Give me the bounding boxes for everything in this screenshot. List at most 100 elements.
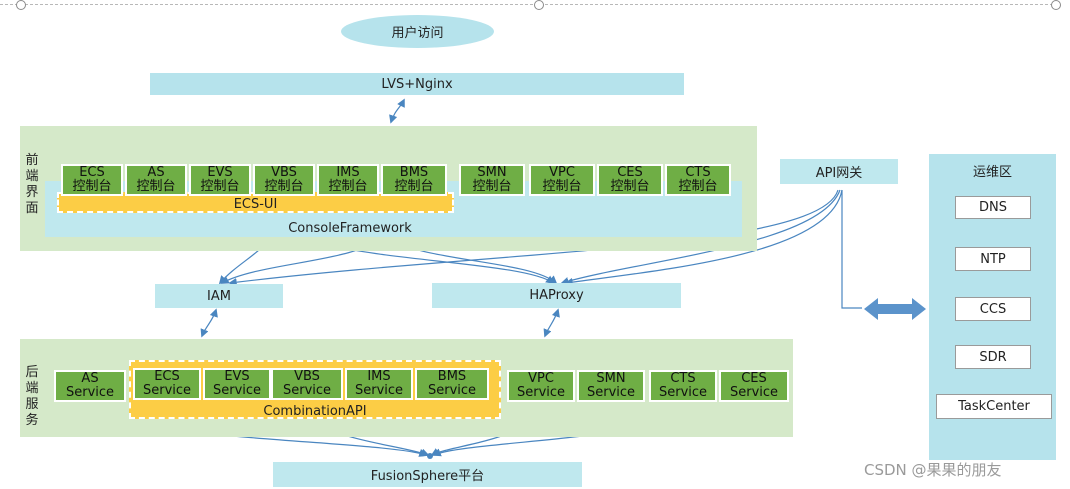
haproxy-label: HAProxy (529, 288, 584, 303)
ops-ntp-box: NTP (955, 247, 1031, 271)
cts-service-box: CTS Service (649, 370, 717, 402)
backend-side-char: 后 (25, 365, 39, 380)
ops-ccs-box: CCS (955, 297, 1031, 321)
resize-handle-right[interactable] (1051, 0, 1061, 10)
ops-item-label: NTP (980, 251, 1006, 267)
frontend-side-label: 前 端 界 面 (24, 153, 40, 217)
ecs-service-box: ECS Service (133, 368, 201, 400)
user-access-node: 用户访问 (341, 15, 494, 48)
console-suffix: 控制台 (328, 179, 368, 194)
canvas-top-border (0, 4, 1058, 5)
console-name: CTS (685, 165, 711, 180)
fusionsphere-box: FusionSphere平台 (273, 462, 582, 487)
ops-item-label: TaskCenter (958, 399, 1030, 414)
ops-double-arrow (864, 298, 926, 320)
resize-handle-left[interactable] (16, 0, 26, 10)
frontend-side-char: 界 (25, 185, 39, 200)
ims-service-box: IMS Service (345, 368, 413, 400)
service-suffix: Service (729, 385, 779, 400)
bms-service-box: BMS Service (415, 368, 489, 400)
api-gateway-to-haproxy-connector-2 (564, 189, 843, 287)
vbs-service-box: VBS Service (271, 368, 343, 400)
ops-dns-box: DNS (955, 196, 1031, 219)
service-suffix: Service (212, 383, 262, 398)
console-suffix: 控制台 (472, 179, 512, 194)
service-name: AS (81, 371, 99, 386)
service-name: SMN (596, 371, 626, 386)
evs-service-box: EVS Service (203, 368, 271, 400)
ops-taskcenter-box: TaskCenter (936, 394, 1052, 419)
smn-service-box: SMN Service (577, 370, 645, 402)
console-suffix: 控制台 (72, 179, 112, 194)
service-suffix: Service (586, 385, 636, 400)
ops-item-label: CCS (979, 301, 1007, 317)
console-suffix: 控制台 (200, 179, 240, 194)
frontend-side-char: 前 (25, 153, 39, 168)
ecs-ui-label-wrap: ECS-UI (57, 196, 454, 213)
ops-zone-title-wrap: 运维区 (929, 160, 1056, 180)
service-name: BMS (437, 369, 467, 384)
ecs-console-box: ECS 控制台 (61, 164, 123, 196)
combination-api-label: CombinationAPI (263, 403, 367, 419)
console-framework-label: ConsoleFramework (288, 220, 412, 236)
api-gateway-box: API网关 (780, 159, 898, 184)
ces-service-box: CES Service (719, 370, 789, 402)
iam-box: IAM (155, 284, 283, 308)
console-suffix: 控制台 (542, 179, 582, 194)
console-name: CES (617, 165, 643, 180)
console-suffix: 控制台 (136, 179, 176, 194)
ops-sdr-box: SDR (955, 345, 1031, 369)
console-suffix: 控制台 (394, 179, 434, 194)
console-suffix: 控制台 (610, 179, 650, 194)
user-access-label: 用户访问 (391, 26, 444, 41)
service-name: EVS (224, 369, 250, 384)
service-name: CES (741, 371, 767, 386)
iam-label: IAM (207, 288, 231, 304)
console-name: SMN (477, 165, 507, 180)
smn-console-box: SMN 控制台 (459, 164, 525, 196)
console-suffix: 控制台 (678, 179, 718, 194)
console-name: VBS (271, 165, 297, 180)
console-name: EVS (207, 165, 233, 180)
backend-side-label: 后 端 服 务 (24, 365, 40, 429)
combination-api-label-wrap: CombinationAPI (129, 403, 501, 419)
backend-side-char: 务 (25, 413, 39, 428)
ops-item-label: SDR (979, 349, 1007, 365)
iam-backend-connector (200, 308, 218, 338)
service-suffix: Service (65, 385, 115, 400)
service-suffix: Service (427, 383, 477, 398)
service-name: VBS (294, 369, 320, 384)
haproxy-backend-connector (543, 308, 560, 338)
service-suffix: Service (142, 383, 192, 398)
api-gateway-label: API网关 (815, 166, 863, 181)
console-name: VPC (549, 165, 575, 180)
ecs-ui-label: ECS-UI (233, 197, 278, 212)
as-console-box: AS 控制台 (125, 164, 187, 196)
ops-zone-title: 运维区 (972, 164, 1012, 180)
resize-handle-middle[interactable] (534, 0, 544, 10)
service-name: ECS (154, 369, 180, 384)
cts-console-box: CTS 控制台 (665, 164, 731, 196)
evs-console-box: EVS 控制台 (189, 164, 251, 196)
console-framework-label-wrap: ConsoleFramework (45, 219, 655, 237)
ops-item-label: DNS (979, 200, 1007, 215)
lvs-nginx-label: LVS+Nginx (381, 76, 453, 92)
vpc-service-box: VPC Service (507, 370, 575, 402)
console-name: IMS (336, 165, 360, 180)
service-suffix: Service (516, 385, 566, 400)
console-name: ECS (79, 165, 105, 180)
csdn-watermark: CSDN @果果的朋友 (864, 459, 1064, 481)
service-suffix: Service (658, 385, 708, 400)
frontend-side-char: 面 (25, 201, 39, 216)
haproxy-box: HAProxy (432, 283, 681, 308)
lvs-frontend-connector (389, 98, 405, 124)
bms-console-box: BMS 控制台 (381, 164, 447, 196)
backend-side-char: 服 (25, 397, 39, 412)
service-suffix: Service (354, 383, 404, 398)
lvs-nginx-bar: LVS+Nginx (150, 73, 684, 95)
service-name: CTS (670, 371, 696, 386)
fusionsphere-label: FusionSphere平台 (370, 469, 485, 484)
ims-console-box: IMS 控制台 (317, 164, 379, 196)
ces-console-box: CES 控制台 (597, 164, 663, 196)
vpc-console-box: VPC 控制台 (529, 164, 595, 196)
